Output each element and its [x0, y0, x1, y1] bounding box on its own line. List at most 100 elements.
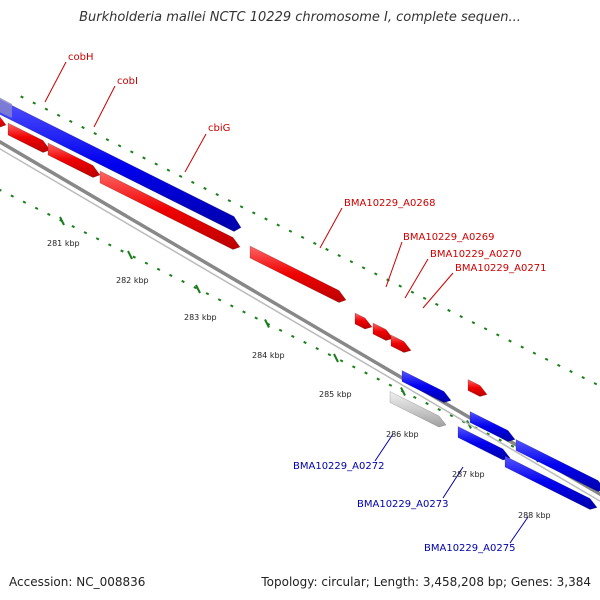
gene-feature: [0, 97, 12, 118]
inner-tick-mark: [425, 401, 429, 406]
outer-tick-mark: [288, 229, 293, 233]
outer-tick-mark: [276, 223, 280, 227]
inner-tick-mark: [71, 225, 75, 229]
outer-tick-mark: [593, 382, 598, 386]
gene-label-forward: cobI: [117, 76, 138, 87]
outer-tick-mark: [239, 205, 244, 209]
outer-tick-mark: [374, 272, 378, 276]
inner-tick-mark: [327, 353, 332, 357]
gene-feature: [372, 322, 394, 341]
gene-feature: [7, 122, 51, 153]
outer-tick-mark: [569, 369, 573, 374]
leader-line: [44, 61, 67, 103]
gene-label-forward: cobH: [68, 52, 93, 63]
inner-tick-mark: [486, 432, 490, 436]
inner-tick-mark: [339, 359, 344, 363]
gene-label-reverse: BMA10229_A0273: [357, 499, 448, 510]
inner-tick-mark: [181, 279, 185, 284]
outer-tick-mark: [142, 156, 146, 160]
accession-text: Accession: NC_008836: [9, 575, 146, 589]
inner-tick-mark: [156, 267, 161, 271]
ruler-label: 283 kbp: [184, 313, 217, 322]
gene-feature: [47, 142, 101, 178]
inner-tick-mark: [10, 194, 14, 198]
outer-tick-mark: [435, 302, 439, 306]
gene-label-forward: BMA10229_A0271: [455, 263, 546, 274]
inner-tick-mark: [34, 206, 39, 210]
inner-tick-mark: [230, 304, 234, 308]
outer-tick-mark: [44, 107, 49, 111]
inner-tick-mark: [205, 292, 210, 296]
leader-line: [385, 241, 403, 288]
outer-tick-mark: [203, 186, 207, 191]
outer-tick-mark: [496, 333, 500, 337]
inner-tick-mark: [83, 231, 88, 235]
ruler-label: 286 kbp: [386, 430, 419, 439]
leader-line: [422, 272, 454, 309]
inner-tick-mark: [498, 438, 502, 442]
outer-tick-mark: [191, 180, 195, 184]
outer-tick-mark: [398, 284, 402, 288]
outer-tick-mark: [422, 296, 427, 300]
gene-feature: [354, 312, 373, 330]
gene-label-reverse: BMA10229_A0272: [293, 461, 384, 472]
inner-tick-mark: [449, 414, 454, 418]
gene-feature: [467, 379, 488, 397]
backbone-line: [0, 148, 600, 502]
outer-tick-mark: [227, 199, 232, 203]
gene-label-forward: cbiG: [208, 123, 230, 134]
leader-line: [509, 516, 529, 544]
inner-tick-mark: [413, 395, 417, 399]
topology-stats-text: Topology: circular; Length: 3,458,208 bp…: [261, 575, 591, 589]
outer-tick-mark: [130, 150, 134, 154]
gene-feature: [504, 455, 598, 510]
outer-tick-mark: [361, 266, 366, 270]
inner-tick-mark: [22, 200, 27, 204]
outer-tick-mark: [117, 144, 122, 148]
outer-tick-mark: [252, 211, 256, 215]
inner-tick-mark: [388, 383, 393, 387]
map-title: Burkholderia mallei NCTC 10229 chromosom…: [79, 10, 521, 25]
ruler-label: 282 kbp: [116, 276, 149, 285]
outer-tick-mark: [544, 357, 549, 361]
gene-label-forward: BMA10229_A0270: [430, 249, 521, 260]
label-leaders: [44, 61, 529, 544]
outer-tick-mark: [483, 327, 488, 331]
leader-line: [184, 133, 207, 173]
inner-tick-mark: [132, 255, 136, 259]
inner-tick-mark: [95, 237, 100, 241]
outer-tick-mark: [20, 95, 24, 99]
leader-line: [442, 466, 464, 499]
outer-tick-mark: [459, 315, 463, 319]
outer-tick-mark: [166, 168, 171, 172]
backbone: [0, 139, 600, 502]
inner-tick-mark: [278, 328, 283, 332]
gene-feature: [401, 370, 452, 403]
inner-tick-mark: [144, 261, 149, 265]
inner-tick-mark: [120, 249, 124, 253]
gene-label-forward: BMA10229_A0269: [403, 232, 494, 243]
outer-tick-mark: [313, 241, 317, 245]
outer-tick-mark: [32, 101, 36, 105]
inner-tick-mark: [364, 371, 368, 375]
inner-tick-mark: [0, 188, 2, 192]
inner-tick-mark: [291, 334, 295, 338]
map-labels: cobHcobIcbiGBMA10229_A0268BMA10229_A0269…: [47, 52, 551, 554]
leader-line: [404, 258, 429, 299]
outer-tick-mark: [508, 339, 512, 343]
gene-label-reverse: BMA10229_A0275: [424, 543, 515, 554]
major-tick-mark: [127, 250, 133, 260]
outer-tick-mark: [337, 254, 341, 258]
outer-tick-mark: [471, 321, 476, 325]
inner-tick-mark: [217, 298, 222, 302]
gene-feature: [389, 391, 447, 428]
outer-tick-mark: [178, 174, 183, 178]
outer-tick-mark: [215, 193, 219, 197]
outer-tick-mark: [81, 125, 85, 130]
gene-feature: [390, 334, 412, 353]
gene-feature: [469, 411, 516, 442]
backbone-line: [0, 139, 600, 497]
major-tick-mark: [264, 319, 270, 328]
major-tick-mark: [195, 284, 201, 294]
